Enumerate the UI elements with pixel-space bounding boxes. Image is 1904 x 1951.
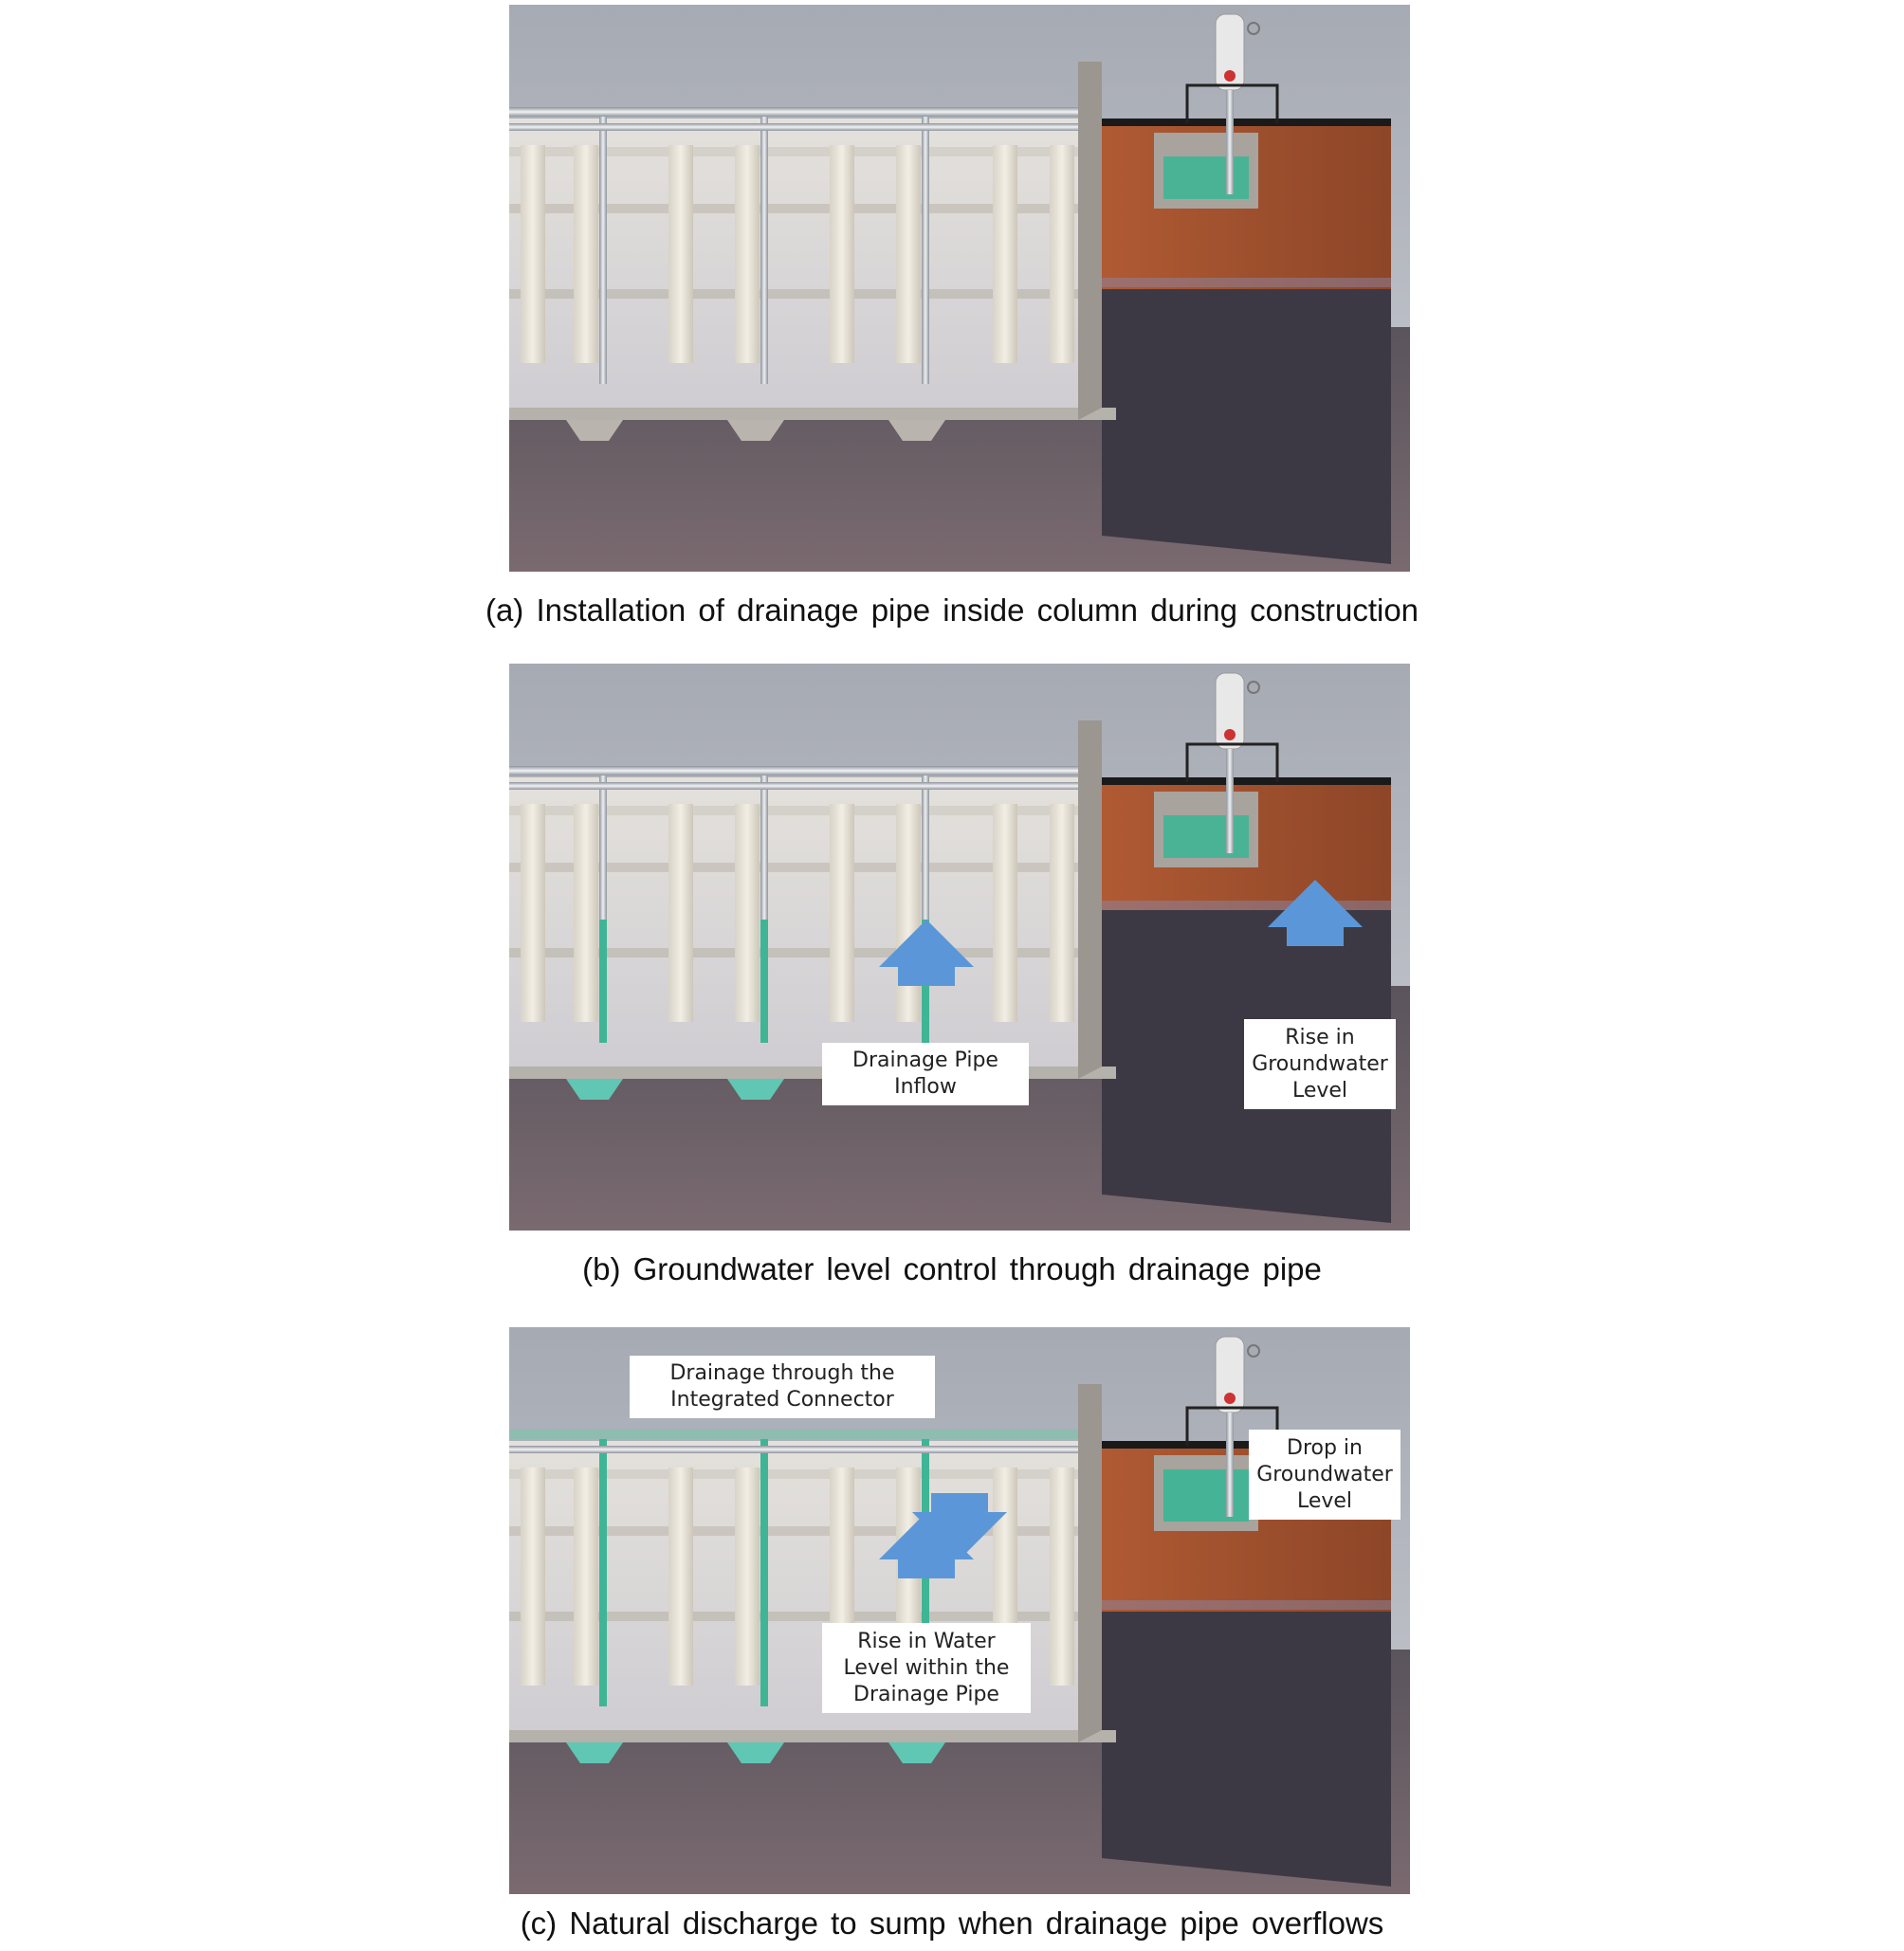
pump-unit xyxy=(1185,672,1279,853)
retaining-wall xyxy=(1078,1384,1102,1742)
caption-a: (a) Installation of drainage pipe inside… xyxy=(485,593,1419,628)
slab xyxy=(509,408,1116,420)
caption-c: (c) Natural discharge to sump when drain… xyxy=(520,1905,1384,1941)
footings xyxy=(566,420,945,441)
sump-water xyxy=(1163,815,1249,858)
water-level-plane xyxy=(1102,278,1391,287)
down-arrow-icon xyxy=(912,1493,1007,1559)
beam-2 xyxy=(509,863,1078,872)
beam-3 xyxy=(509,948,1078,957)
ground-edge xyxy=(1102,119,1391,126)
footings xyxy=(566,1742,945,1763)
water-level-plane xyxy=(1102,901,1391,910)
slab xyxy=(509,1730,1116,1742)
beam-2 xyxy=(509,204,1078,213)
water-level-plane xyxy=(1102,1600,1391,1610)
beam-1 xyxy=(509,806,1078,815)
pump-unit xyxy=(1185,13,1279,194)
connector-pipe xyxy=(509,1430,1078,1439)
beam-1 xyxy=(509,147,1078,156)
beam-1 xyxy=(509,1469,1078,1479)
up-arrow-icon xyxy=(1268,880,1363,946)
sump-water xyxy=(1163,1469,1249,1522)
beam-3 xyxy=(509,289,1078,299)
basement-interior xyxy=(509,119,1102,408)
beam-3 xyxy=(509,1612,1078,1621)
retaining-wall xyxy=(1078,720,1102,1079)
connector-pipe xyxy=(509,766,1078,775)
drainage-pipes xyxy=(599,114,929,384)
up-arrow-icon xyxy=(879,920,974,986)
retaining-wall xyxy=(1078,62,1102,420)
scene-b xyxy=(509,664,1410,1231)
sump-water xyxy=(1163,156,1249,199)
ground-edge xyxy=(1102,777,1391,785)
pump-unit xyxy=(1185,1336,1279,1517)
connector-pipe xyxy=(509,107,1078,117)
rail-pipe xyxy=(509,123,1078,131)
columns xyxy=(521,804,1074,1022)
rail-pipe xyxy=(509,1446,1078,1453)
basement-interior xyxy=(509,777,1102,1067)
beam-2 xyxy=(509,1526,1078,1536)
columns xyxy=(521,145,1074,363)
rail-pipe xyxy=(509,782,1078,790)
ground-edge xyxy=(1102,1441,1391,1449)
caption-b: (b) Groundwater level control through dr… xyxy=(582,1251,1322,1286)
panel-a xyxy=(509,5,1410,572)
scene-a xyxy=(509,5,1410,572)
up-arrow-icon xyxy=(879,1512,974,1578)
